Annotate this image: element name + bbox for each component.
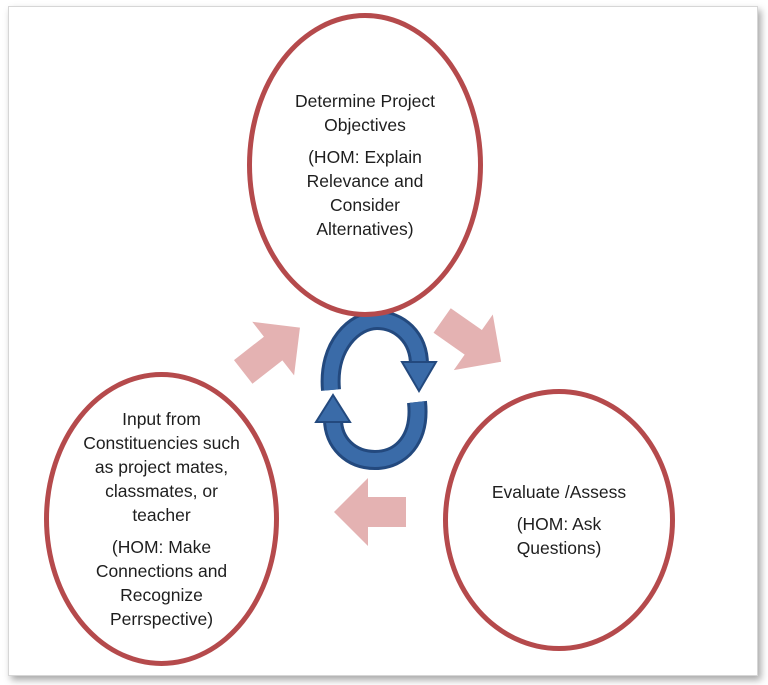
arrow-left-icon — [334, 478, 406, 546]
node-input-constituencies: Input from Constituencies such as projec… — [44, 372, 279, 666]
node-hom-line: Alternatives) — [316, 219, 414, 239]
node-title-line: as project mates, — [94, 457, 229, 477]
node-hom-line: (HOM: Explain — [308, 147, 422, 167]
node-title-line: Input from — [122, 409, 201, 429]
node-hom-line: Questions) — [516, 538, 602, 558]
connector-arrows — [233, 308, 502, 546]
diagram-frame: Determine Project Objectives (HOM: Expla… — [8, 6, 758, 676]
cycle-arrows-icon — [314, 309, 438, 471]
node-title-line: Constituencies such — [83, 433, 240, 453]
arrow-up-right-icon — [233, 321, 300, 384]
node-hom-line: Relevance and — [306, 171, 424, 191]
node-hom-line: Consider — [329, 195, 401, 215]
node-title-line: Determine Project — [294, 91, 436, 111]
node-determine-objectives: Determine Project Objectives (HOM: Expla… — [247, 13, 483, 317]
arrow-right-down-icon — [433, 308, 502, 371]
node-hom-line: Recognize — [120, 585, 203, 605]
node-title-line: Objectives — [324, 115, 406, 135]
node-evaluate-assess: Evaluate /Assess (HOM: Ask Questions) — [443, 389, 675, 651]
node-hom-line: Connections and — [95, 561, 228, 581]
node-hom-line: (HOM: Make — [111, 537, 212, 557]
node-title-line: classmates, or — [105, 481, 218, 501]
node-title-line: teacher — [132, 505, 191, 525]
node-title-line: Evaluate /Assess — [491, 482, 627, 502]
node-hom-line: Perrspective) — [109, 609, 214, 629]
node-hom-line: (HOM: Ask — [516, 514, 602, 534]
